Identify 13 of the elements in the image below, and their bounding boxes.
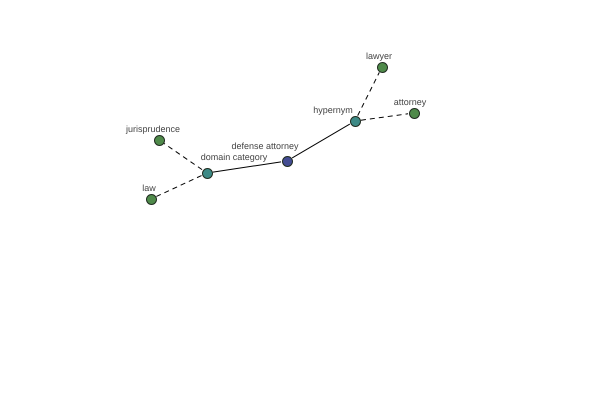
connector-line [212,161,282,173]
node-label: defense attorney [230,141,300,151]
node-label: jurisprudence [124,124,182,134]
node-label: law [141,182,157,192]
node-label: hypernym [312,104,354,114]
connector-line [357,72,380,116]
node-label: attorney [392,96,428,106]
connector-line [292,124,350,158]
connector-line [163,142,203,170]
node-label: lawyer [365,50,393,60]
connector-line [360,113,409,121]
connector-line [156,175,202,197]
node-label: domain category [200,152,268,162]
